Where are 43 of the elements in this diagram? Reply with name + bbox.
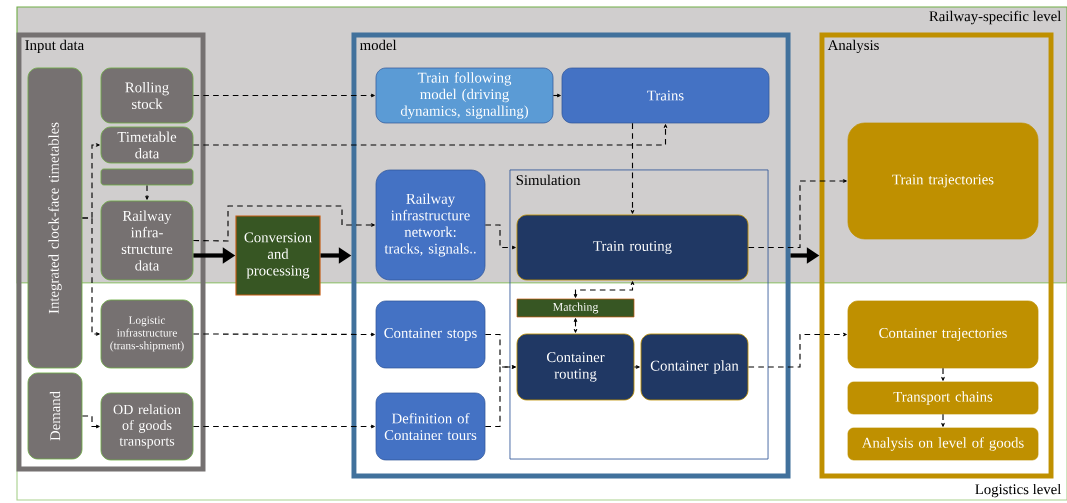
- data-box: Integrated clock-face timetables: [27, 67, 83, 369]
- arrow: [552, 93, 561, 98]
- data-box: Railway infra-structure data: [100, 200, 194, 281]
- result-box: Transport chains: [847, 381, 1039, 415]
- process-box: Train following model (driving dynamics, signalling): [375, 67, 554, 124]
- process-box: Matching: [516, 298, 635, 318]
- level-label: Railway-specific level: [929, 10, 1062, 25]
- process-box: Container plan: [640, 333, 749, 401]
- process-box: Railway infrastructure network: tracks, signals..: [375, 169, 486, 281]
- arrow: [747, 332, 847, 368]
- arrow: [192, 93, 375, 98]
- data-box: Timetable data: [100, 126, 194, 164]
- arrow: [941, 413, 945, 427]
- result-box: Train trajectories: [847, 122, 1039, 240]
- arrow: [192, 205, 375, 242]
- arrow: [573, 318, 578, 333]
- process-box: Container stops: [375, 300, 486, 369]
- data-box: [100, 168, 194, 186]
- arrow: [630, 122, 635, 214]
- process-box: Definition of Container tours: [375, 392, 486, 461]
- process-box: Train routing: [516, 214, 749, 281]
- arrow: [81, 415, 100, 429]
- arrow: [747, 179, 847, 249]
- process-box: Trains: [561, 67, 770, 124]
- data-box: Logistic infrastructure (trans-shipment): [100, 299, 194, 369]
- data-box: Demand: [27, 372, 83, 460]
- arrow: [633, 365, 640, 369]
- arrow: [573, 281, 635, 298]
- process-box: Conversion and processing: [235, 215, 321, 296]
- arrow: [941, 367, 945, 381]
- data-box: OD relation of goods transports: [100, 392, 194, 461]
- result-box: Analysis on level of goods: [847, 427, 1039, 461]
- process-box: Container routing: [516, 333, 635, 401]
- data-box: Rolling stock: [100, 67, 194, 124]
- result-box: Container trajectories: [847, 300, 1039, 369]
- arrow: [192, 332, 375, 337]
- arrow: [484, 365, 516, 428]
- arrow: [192, 124, 668, 146]
- arrow: [145, 184, 149, 200]
- level-label: Logistics level: [975, 483, 1061, 498]
- arrow: [484, 224, 516, 250]
- arrow: [192, 424, 375, 429]
- arrow: [81, 217, 100, 336]
